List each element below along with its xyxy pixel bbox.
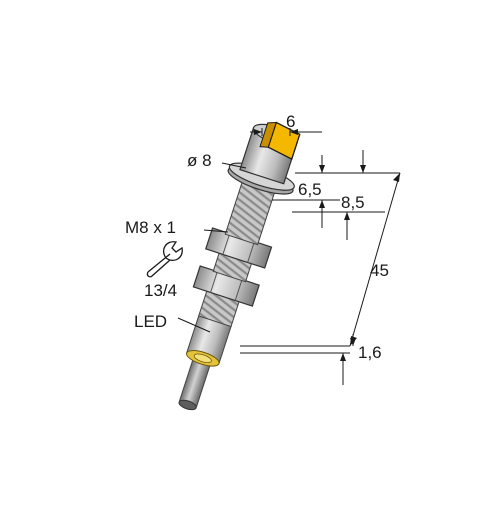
cable bbox=[178, 355, 212, 411]
diameter-label: ø 8 bbox=[187, 151, 212, 170]
sensor-body bbox=[178, 121, 301, 411]
dimension-lines bbox=[177, 128, 401, 385]
dim-face-to-nut: 8,5 bbox=[341, 193, 365, 212]
dim-cable-offset: 1,6 bbox=[358, 343, 382, 362]
led-label: LED bbox=[134, 312, 167, 331]
dim-length: 45 bbox=[370, 261, 389, 280]
thread-label: M8 x 1 bbox=[125, 218, 176, 237]
dim-face-width: 6 bbox=[286, 112, 295, 131]
dim-face-depth: 6,5 bbox=[298, 180, 322, 199]
dimension-arrows bbox=[254, 129, 400, 361]
wrench-size-label: 13/4 bbox=[144, 281, 177, 300]
wrench-icon bbox=[146, 241, 183, 278]
